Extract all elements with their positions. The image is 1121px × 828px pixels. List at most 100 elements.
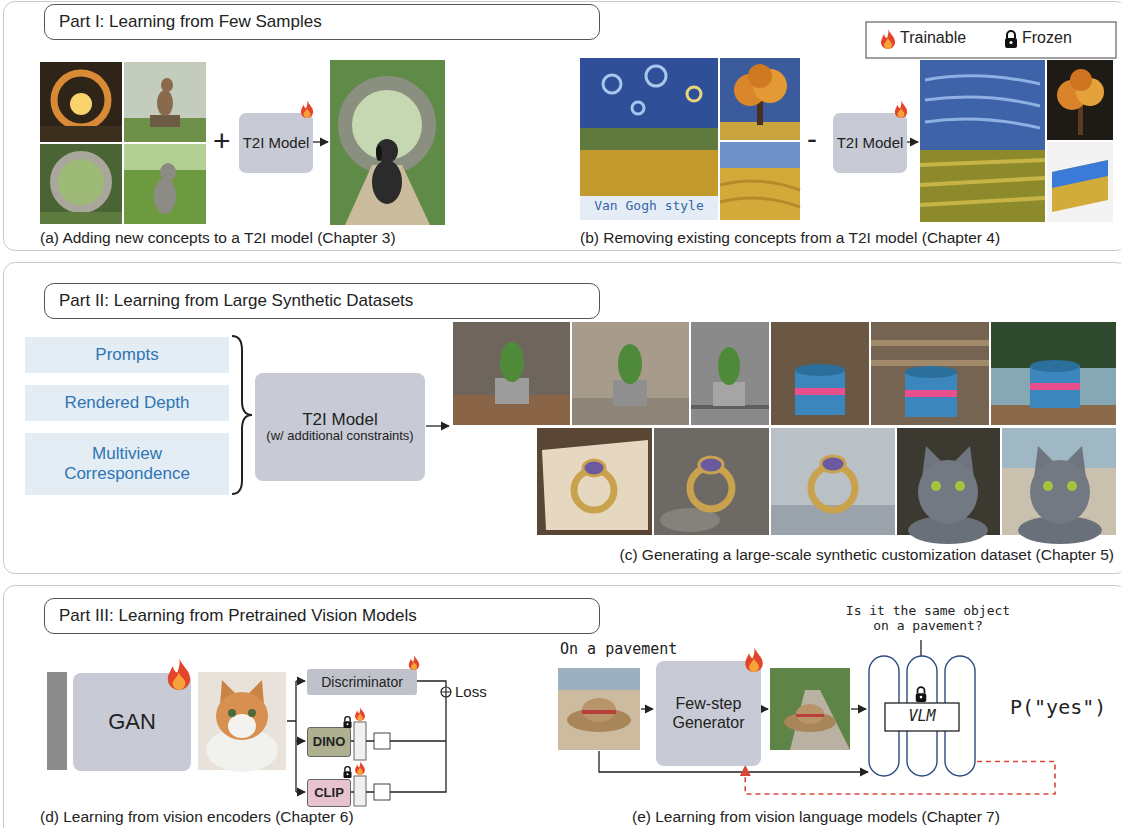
input-box: Multiview Correspondence (25, 433, 229, 495)
photo (150, 115, 180, 127)
generated-photo (691, 322, 769, 425)
model-layer (907, 656, 937, 776)
legend-box (866, 22, 1116, 58)
generated-photo (453, 322, 570, 425)
photo (54, 73, 108, 127)
generated-photo (925, 76, 1040, 128)
generated-photo (871, 322, 989, 425)
generated-photo (918, 460, 978, 524)
generated-photo (905, 366, 957, 378)
operator-sign: - (807, 122, 817, 157)
photo (582, 710, 616, 714)
legend-text: Frozen (1022, 29, 1072, 47)
generated-photo (1070, 69, 1092, 91)
subfigure-caption: (b) Removing existing concepts from a T2… (580, 229, 1000, 247)
wire (296, 680, 305, 681)
part-panel: Part II: Learning from Large Synthetic D… (3, 262, 1121, 574)
painting (720, 142, 800, 220)
model-box: T2I Model (833, 113, 907, 173)
generated-photo (821, 456, 845, 472)
encoder-head (354, 722, 390, 806)
generated-photo (1047, 60, 1113, 140)
generated-photo (1047, 142, 1113, 222)
generated-photo (198, 672, 286, 772)
painting (580, 58, 718, 220)
generated-photo (1047, 142, 1113, 222)
generated-photo (897, 428, 1000, 535)
generated-photo (955, 481, 965, 491)
generated-photo (920, 60, 1045, 222)
painting (580, 150, 718, 196)
photo (558, 668, 640, 750)
painting (580, 196, 718, 220)
generated-photo (216, 692, 268, 740)
generated-photo (542, 440, 648, 530)
generated-photo (920, 160, 1045, 205)
subfigure-caption: (d) Learning from vision encoders (Chapt… (40, 808, 354, 826)
generated-photo (897, 428, 1000, 544)
image-caption: Van Gogh style (580, 199, 718, 214)
generated-photo (654, 428, 769, 535)
subfigure-caption: (e) Learning from vision language models… (632, 808, 1000, 826)
generated-photo (1047, 60, 1113, 140)
generated-photo (537, 428, 652, 535)
generated-photo (1030, 383, 1080, 390)
generated-photo (771, 428, 895, 535)
photo (40, 212, 122, 224)
painting (720, 58, 800, 140)
encoder-box: DINO (307, 727, 351, 757)
photo (582, 698, 616, 722)
generated-photo (796, 704, 824, 724)
subfigure-caption: (a) Adding new concepts to a T2I model (… (40, 229, 396, 247)
generated-photo (1067, 481, 1077, 491)
box-label: Rendered Depth (65, 393, 190, 413)
generated-photo (654, 428, 769, 535)
model-core (885, 703, 959, 731)
input-box: Prompts (25, 337, 229, 373)
trainable-icon (355, 761, 365, 775)
photo (154, 178, 176, 214)
generated-photo (1030, 460, 1090, 524)
input-brace (232, 336, 252, 494)
wire (287, 681, 446, 792)
generated-photo (330, 60, 445, 225)
model-box: T2I Model(w/ additional constraints) (255, 373, 425, 481)
painting (748, 64, 772, 88)
box-label: VLM (908, 708, 935, 725)
photo (160, 163, 176, 181)
generated-photo (771, 322, 869, 425)
generated-photo (905, 372, 957, 417)
generated-photo (771, 322, 869, 425)
sum-symbol (441, 687, 451, 697)
generated-photo (372, 160, 402, 204)
encoder-head (374, 733, 390, 749)
trainable-icon (355, 707, 365, 721)
generated-photo (572, 322, 689, 425)
painting (687, 87, 701, 101)
sum-symbol (441, 687, 451, 697)
generated-photo (771, 428, 895, 535)
encoder-box: CLIP (307, 779, 351, 807)
sum-symbol (441, 687, 451, 697)
generated-photo (330, 60, 445, 225)
generated-photo (228, 709, 236, 717)
frozen-icon (344, 767, 352, 778)
generated-photo (931, 481, 941, 491)
box-label: Few-step Generator (659, 695, 758, 732)
generated-photo (871, 360, 989, 366)
generated-photo (713, 382, 745, 406)
generated-photo (1030, 366, 1080, 408)
photo (124, 144, 206, 224)
operator-sign: + (213, 124, 231, 159)
generated-photo (572, 322, 689, 425)
wire (416, 681, 446, 687)
part-heading-tab: Part II: Learning from Large Synthetic D… (44, 283, 600, 319)
part-heading: Part II: Learning from Large Synthetic D… (59, 291, 413, 311)
wire (350, 697, 446, 792)
generated-photo (795, 388, 845, 395)
generated-photo (1002, 428, 1116, 535)
part-heading-tab: Part III: Learning from Pretrained Visio… (44, 598, 600, 634)
arrow (313, 141, 328, 142)
generated-photo (871, 322, 989, 425)
frozen-icon (1005, 31, 1017, 48)
